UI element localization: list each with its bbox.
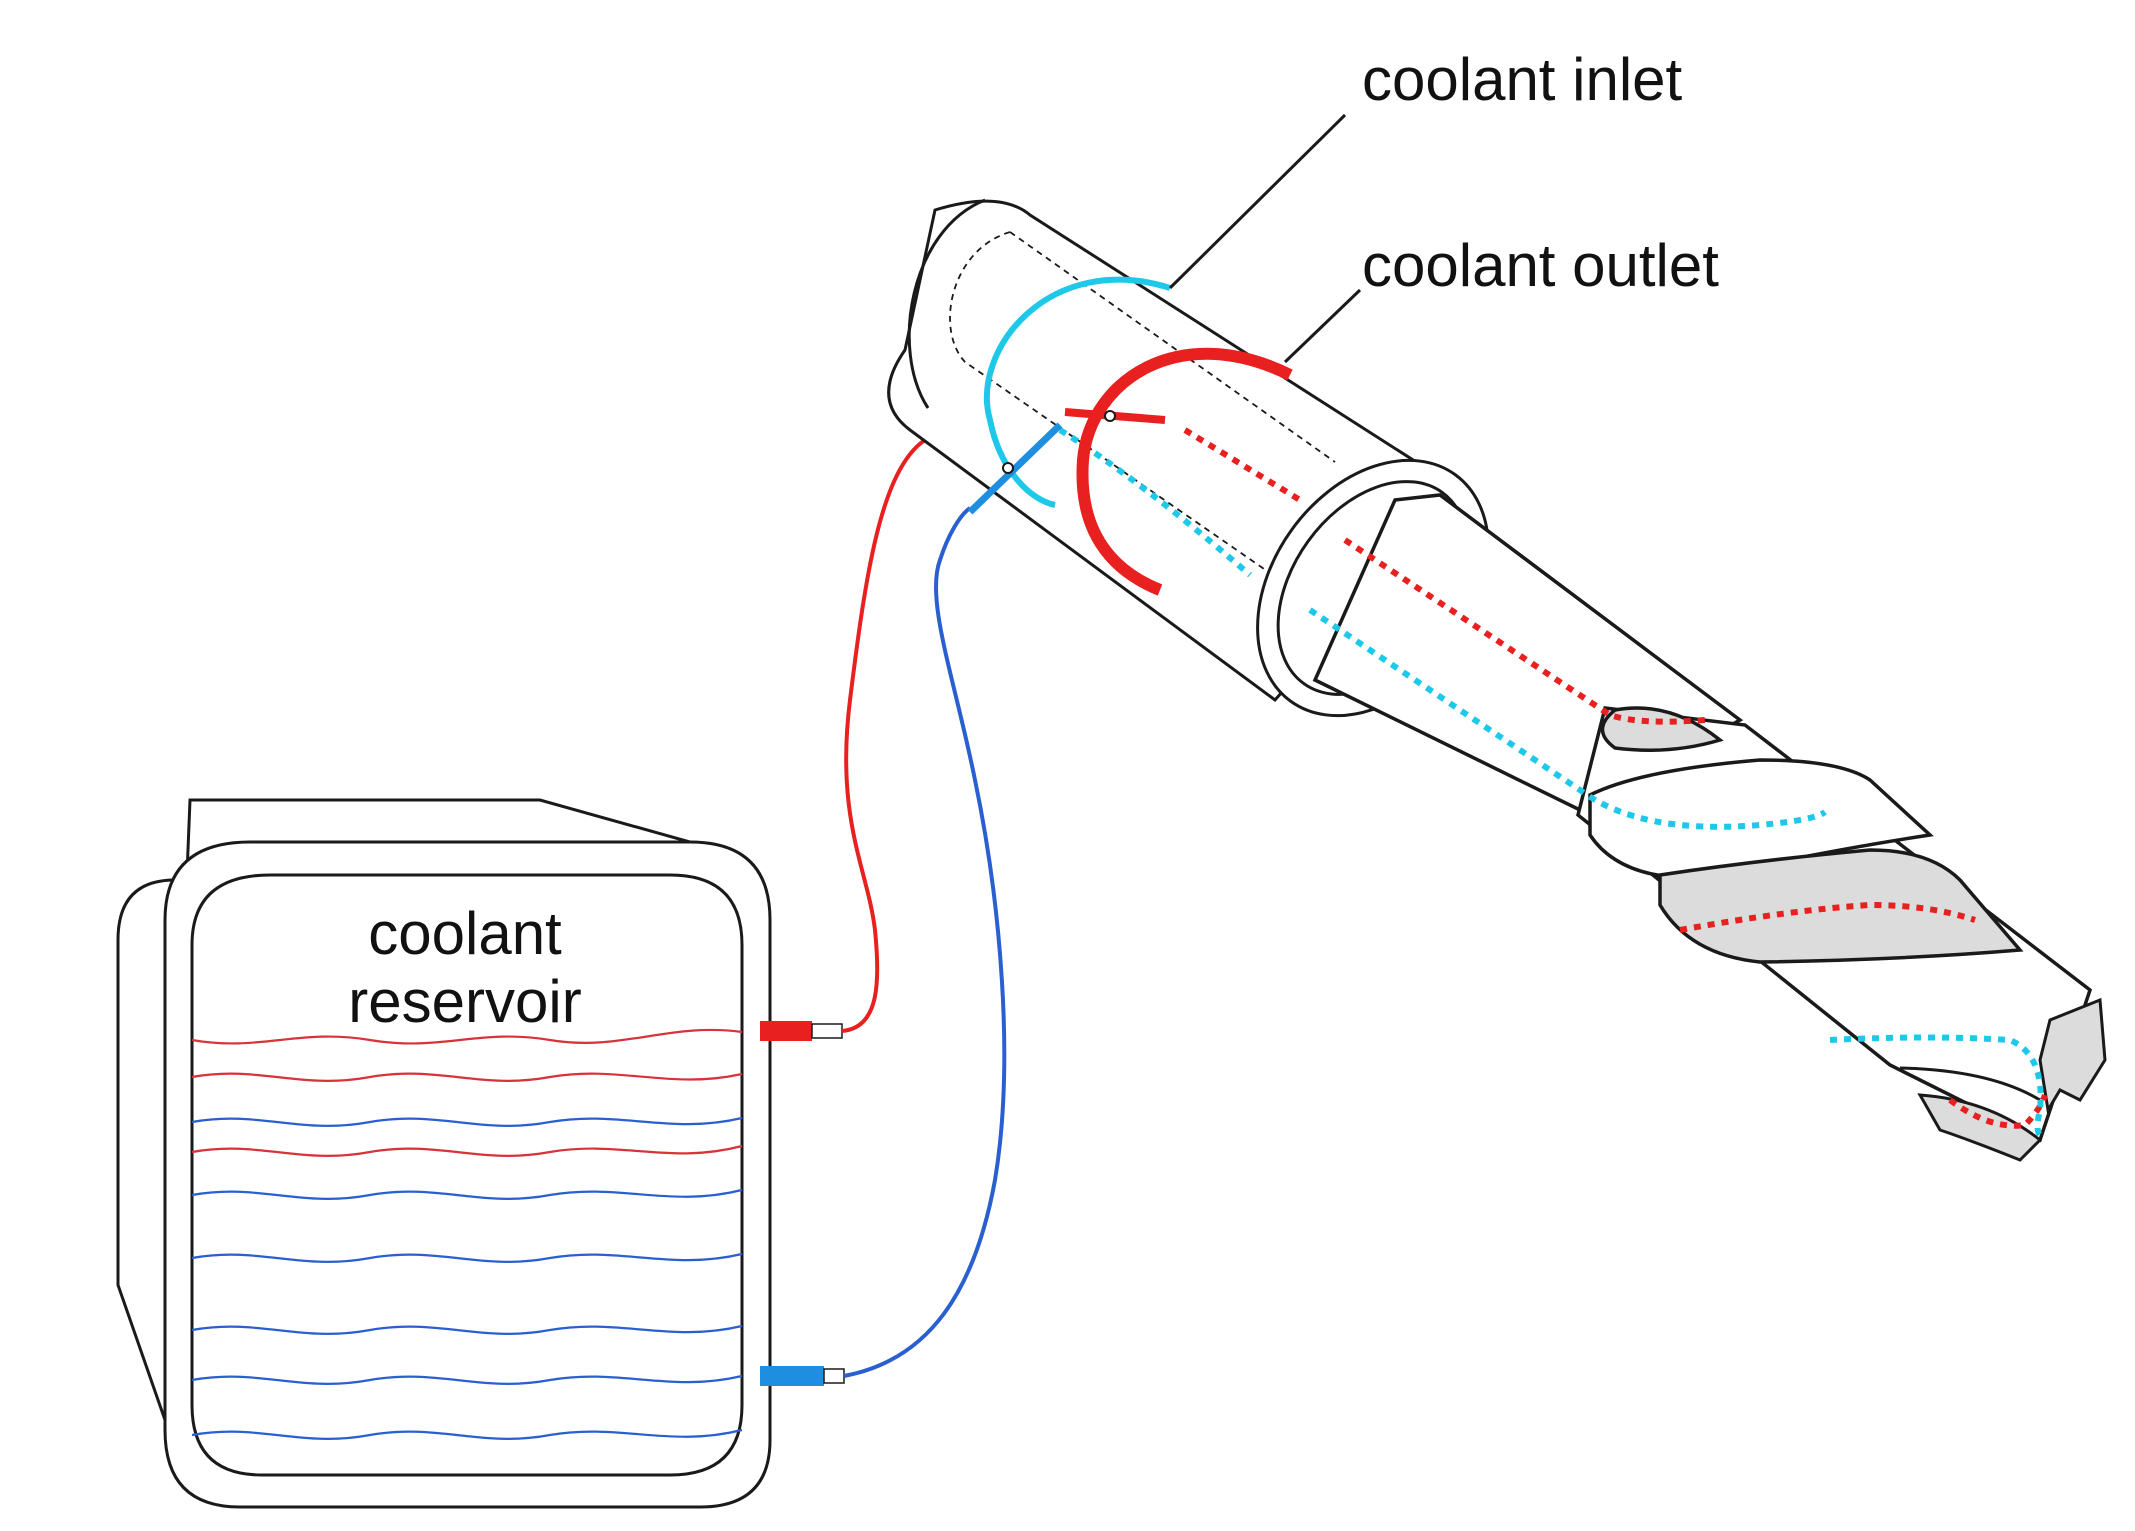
reservoir-waves <box>191 1028 743 1440</box>
hot-wave <box>191 1144 743 1157</box>
outlet-channel <box>1183 427 2048 1129</box>
cold-wave <box>191 1324 743 1335</box>
inlet-ring-icon <box>967 276 1171 515</box>
inlet-channel <box>1058 427 2044 1138</box>
cold-wave <box>191 1188 743 1200</box>
coolant-reservoir-label: coolant reservoir <box>348 900 582 1035</box>
coolant-inlet-label: coolant inlet <box>1362 46 1683 113</box>
cold-wave <box>191 1116 743 1127</box>
inlet-leader-line <box>1168 113 1347 290</box>
cold-wave <box>191 1252 743 1263</box>
hose-icon <box>843 506 1007 1378</box>
cold-wave <box>191 1374 743 1385</box>
reservoir-outlet-port <box>760 1021 843 1041</box>
outlet-leader-line <box>1283 288 1362 364</box>
cold-wave <box>191 1428 743 1440</box>
drill-bit-icon <box>1312 493 2107 1162</box>
reservoir-inlet-port <box>760 1366 845 1386</box>
hot-wave <box>191 1072 743 1082</box>
coolant-outlet-label: coolant outlet <box>1362 232 1719 299</box>
coolant-reservoir-icon <box>116 798 772 1509</box>
outlet-ring-icon <box>1064 347 1293 596</box>
hot-wave <box>191 1028 743 1045</box>
